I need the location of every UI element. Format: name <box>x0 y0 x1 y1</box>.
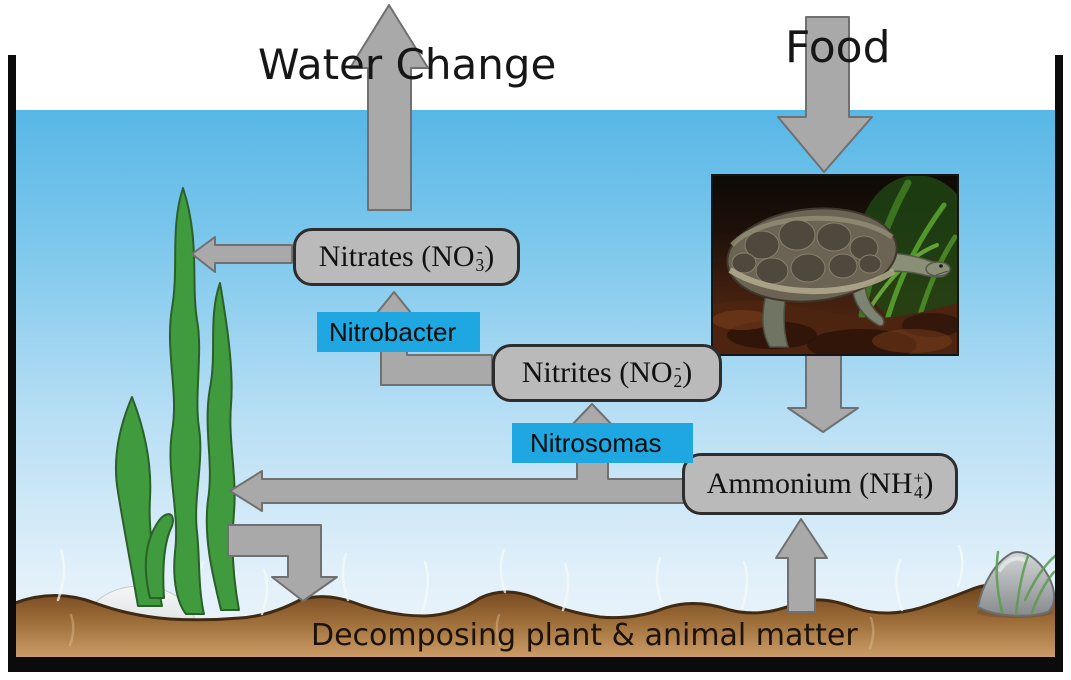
ammonium-formula-stack: +4 <box>913 468 924 502</box>
turtle-to-ammonium-arrow <box>787 354 859 433</box>
water-change-arrow <box>349 4 429 211</box>
nitrites-formula-stack: -2 <box>673 357 683 391</box>
decomposing-matter-label: Decomposing plant & animal matter <box>311 618 858 653</box>
tank-frame <box>8 55 1063 672</box>
tank-left-wall <box>8 55 16 672</box>
aquatic-plants <box>115 187 240 615</box>
nitrites-node: Nitrites (NO-2) <box>492 344 722 402</box>
flow-arrows <box>191 4 873 613</box>
grass-blades <box>56 544 964 650</box>
turtle-photo <box>711 174 959 356</box>
substrate-to-ammonium-arrow <box>775 518 828 613</box>
food-arrow <box>777 16 873 173</box>
water-change-label: Water Change <box>258 40 557 89</box>
plants-to-substrate-arrow <box>227 524 338 602</box>
ammonium-label: Ammonium (NH <box>706 467 913 500</box>
food-label: Food <box>785 22 891 73</box>
tank-right-wall <box>1055 55 1063 672</box>
nitrates-label: Nitrates (NO <box>318 240 475 273</box>
nitrosomas-label: Nitrosomas <box>512 423 693 463</box>
nitrates-node: Nitrates (NO-3) <box>293 228 520 286</box>
nitrates-formula-stack: -3 <box>475 241 485 275</box>
nitrates-to-plants-arrow <box>191 236 293 273</box>
nitrites-label: Nitrites (NO <box>521 356 673 389</box>
ammonium-node: Ammonium (NH+4) <box>682 453 958 515</box>
tank-bottom <box>8 657 1063 672</box>
rock <box>976 550 1057 618</box>
nitrobacter-label: Nitrobacter <box>317 312 480 352</box>
